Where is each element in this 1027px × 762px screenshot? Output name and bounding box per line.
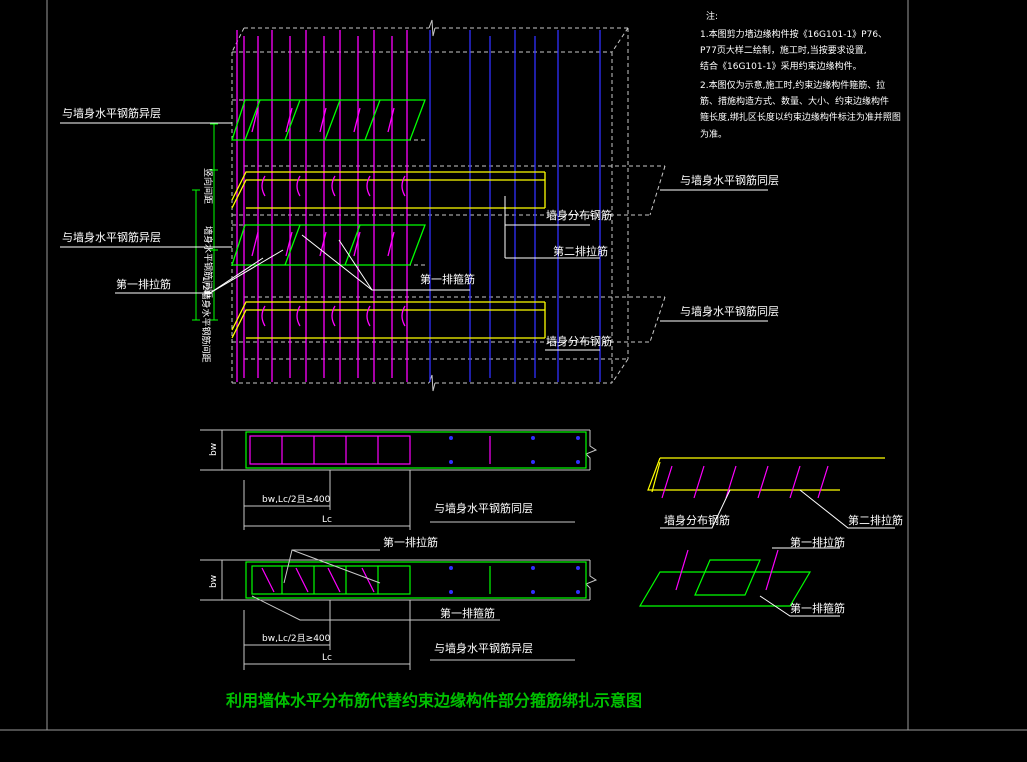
notes-line: 箍长度,绑扎区长度以约束边缘构件标注为准并照图 xyxy=(700,111,901,123)
notes-line: 筋、措施构造方式、数量、大小、约束边缘构件 xyxy=(700,95,889,107)
label-same-layer: 与墙身水平钢筋同层 xyxy=(680,304,779,318)
isometric-rebar-view xyxy=(60,19,768,392)
label-diff-layer: 与墙身水平钢筋异层 xyxy=(434,641,533,655)
dim-bw-lc: bw,Lc/2且≥400 xyxy=(262,494,331,505)
label-wall-dist: 墙身分布钢筋 xyxy=(546,208,612,222)
label-second-tie: 第二排拉筋 xyxy=(848,513,903,527)
label-diff-layer: 与墙身水平钢筋异层 xyxy=(62,230,161,244)
notes-header: 注: xyxy=(706,10,718,22)
label-first-tie: 第一排拉筋 xyxy=(116,277,171,291)
label-diff-layer: 与墙身水平钢筋异层 xyxy=(62,106,161,120)
plan-view-top xyxy=(200,429,598,530)
notes-line: 2.本图仅为示意,施工时,约束边缘构件箍筋、拉 xyxy=(700,79,885,91)
label-same-layer: 与墙身水平钢筋同层 xyxy=(680,173,779,187)
dim-bw: bw xyxy=(209,575,219,588)
notes-line: P77页大样二绘制，施工时,当按要求设置, xyxy=(700,44,867,56)
label-spacing-wall: 墙身水平钢筋间距 xyxy=(202,226,214,298)
label-wall-dist: 墙身分布钢筋 xyxy=(664,513,730,527)
dim-lc: Lc xyxy=(322,653,332,663)
label-first-stirrup: 第一排箍筋 xyxy=(420,272,475,286)
label-spacing-vertical: 竖向间距 xyxy=(202,168,214,204)
label-first-stirrup: 第一排箍筋 xyxy=(790,601,845,615)
dim-bw: bw xyxy=(209,443,219,456)
label-same-layer: 与墙身水平钢筋同层 xyxy=(434,501,533,515)
notes-line: 1.本图剪力墙边缘构件按《16G101-1》P76、 xyxy=(700,28,887,40)
label-first-tie: 第一排拉筋 xyxy=(383,535,438,549)
dim-lc: Lc xyxy=(322,515,332,525)
label-second-tie: 第二排拉筋 xyxy=(553,244,608,258)
label-spacing-half: 1/2墙身水平钢筋间距 xyxy=(200,276,212,363)
label-wall-dist: 墙身分布钢筋 xyxy=(546,334,612,348)
plan-view-bottom xyxy=(200,549,598,670)
dim-bw-lc: bw,Lc/2且≥400 xyxy=(262,633,331,644)
notes-line: 结合《16G101-1》采用约束边缘构件。 xyxy=(700,60,862,72)
label-first-stirrup: 第一排箍筋 xyxy=(440,606,495,620)
label-first-tie: 第一排拉筋 xyxy=(790,535,845,549)
detail-right xyxy=(638,457,895,617)
drawing-title: 利用墙体水平分布筋代替约束边缘构件部分箍筋绑扎示意图 xyxy=(226,691,642,710)
notes-line: 为准。 xyxy=(700,128,727,140)
